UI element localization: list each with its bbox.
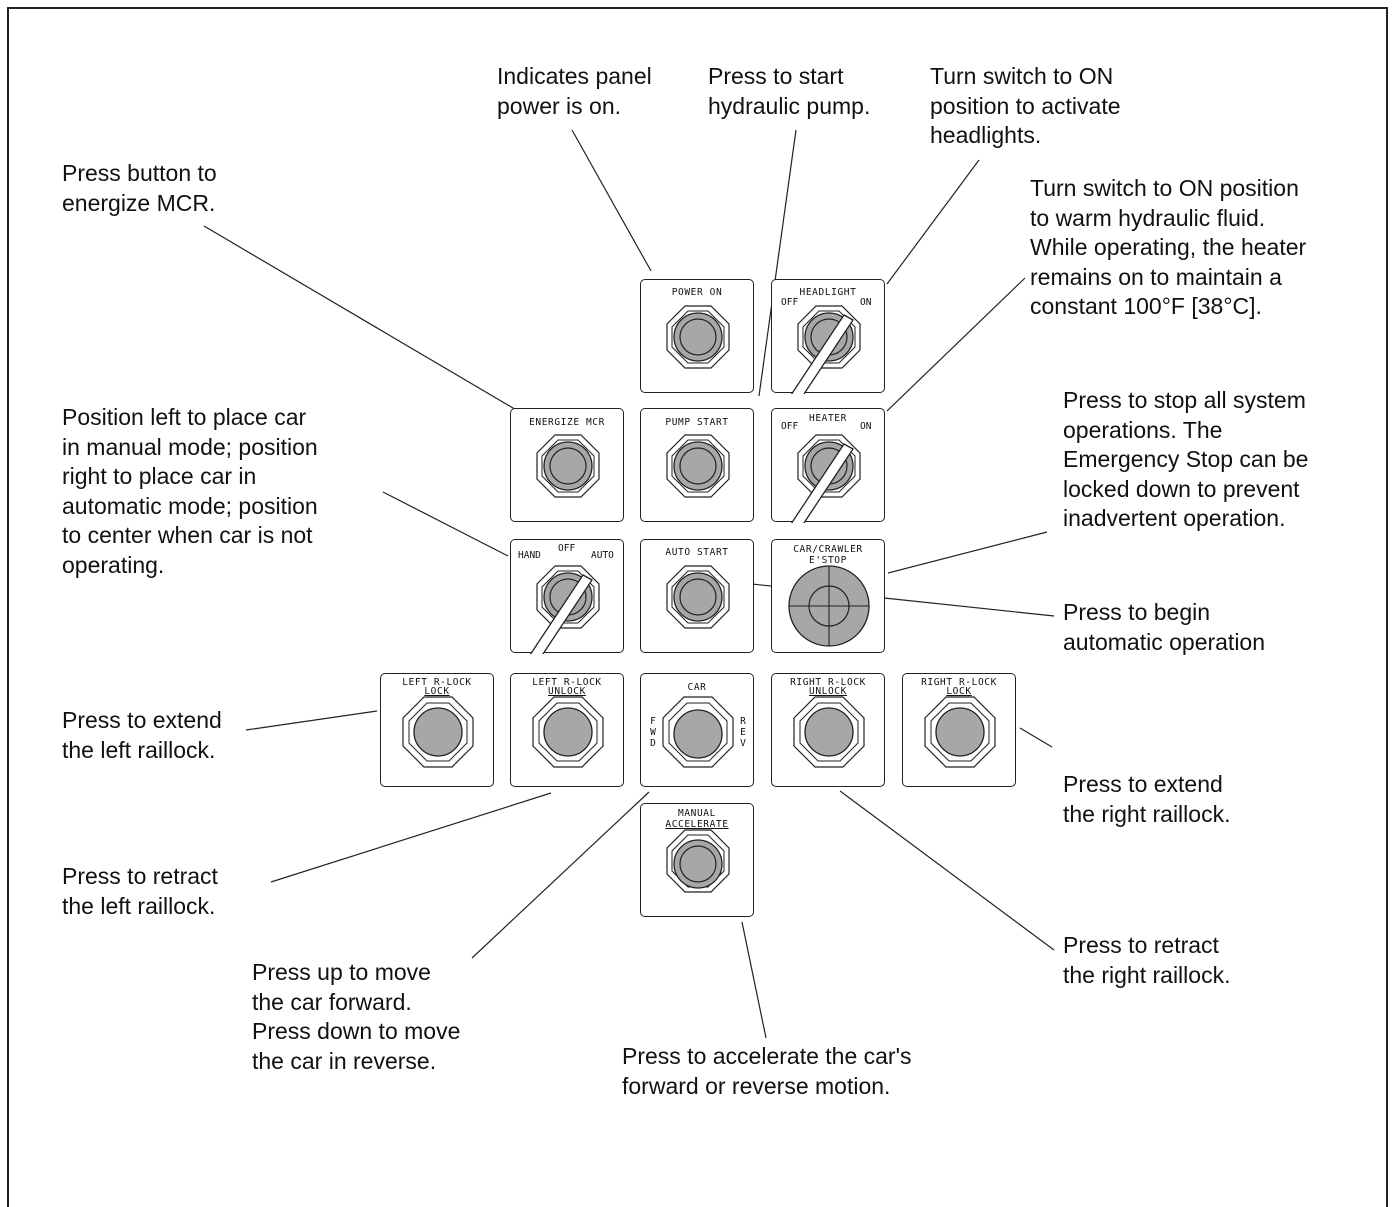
power-on-indicator[interactable] [641,280,755,394]
energize-mcr-button[interactable] [511,409,625,523]
panel-left-rlock-lock: LEFT R-LOCK LOCK [380,673,494,787]
diagram-frame [7,7,1388,1207]
heater-switch[interactable] [772,409,886,523]
switch-on-label: ON [860,297,872,308]
callout-pump-start: Press to start hydraulic pump. [708,63,871,119]
panel-label: POWER ON [671,287,723,298]
panel-manual-accelerate: MANUAL ACCELERATE [640,803,754,917]
panel-label: LOCK [424,686,450,697]
switch-on-label: ON [860,421,872,432]
panel-label: LEFT R-LOCK [532,677,602,688]
hand-off-auto-switch[interactable] [511,540,625,654]
panel-power-on: POWER ON [640,279,754,393]
panel-label: PUMP START [665,417,729,428]
right-unlock-button[interactable] [772,674,886,788]
callout-estop: Press to stop all system operations. The… [1063,387,1309,531]
panel-left-rlock-unlock: LEFT R-LOCK UNLOCK [510,673,624,787]
panel-right-rlock-lock: RIGHT R-LOCK LOCK [902,673,1016,787]
rev-label: REV [740,716,746,749]
left-lock-button[interactable] [381,674,495,788]
panel-auto-start: AUTO START [640,539,754,653]
panel-car: CAR FWD REV [640,673,754,787]
panel-label: HEADLIGHT [799,287,857,298]
pump-start-button[interactable] [641,409,755,523]
leader-lines [203,129,1055,1039]
panel-heater: HEATER OFF ON [771,408,886,523]
switch-off-label: OFF [781,421,799,432]
manual-accelerate-button[interactable] [641,804,755,918]
left-unlock-button[interactable] [511,674,625,788]
leader-power-on [571,129,652,272]
panel-label: LEFT R-LOCK [402,677,472,688]
callout-energize: Press button to energize MCR. [62,160,217,216]
panel-headlight: HEADLIGHT OFF ON [771,279,886,394]
panel-estop: CAR/CRAWLER E'STOP [771,539,885,653]
leader-car [471,791,650,959]
callout-auto-start: Press to begin automatic operation [1063,599,1266,655]
switch-handle [790,314,854,394]
callout-hand-auto: Position left to place car in manual mod… [62,404,318,578]
callout-power-on: Indicates panel power is on. [497,63,652,119]
panel-right-rlock-unlock: RIGHT R-LOCK UNLOCK [771,673,885,787]
headlight-switch[interactable] [772,280,886,394]
leader-heater [886,277,1026,412]
callout-left-lock: Press to extend the left raillock. [62,707,222,763]
callout-right-lock: Press to extend the right raillock. [1063,771,1231,827]
leader-energize [203,225,519,412]
callout-heater: Turn switch to ON position to warm hydra… [1030,175,1307,319]
panel-label: RIGHT R-LOCK [790,677,866,688]
leader-hand-auto [382,491,509,557]
leader-right-lock [1019,727,1053,748]
panel-energize-mcr: ENERGIZE MCR [510,408,624,522]
leader-headlight [886,159,980,285]
car-direction-button[interactable] [641,674,755,788]
leader-left-lock [245,710,378,731]
callout-left-unlock: Press to retract the left raillock. [62,863,218,919]
callout-accelerate: Press to accelerate the car's forward or… [622,1043,912,1099]
leader-accelerate [741,921,767,1039]
callout-car: Press up to move the car forward. Press … [252,959,461,1074]
callout-right-unlock: Press to retract the right raillock. [1063,932,1231,988]
panel-label: LOCK [946,686,972,697]
callout-headlight: Turn switch to ON position to activate h… [930,63,1121,148]
panel-label: ENERGIZE MCR [529,417,605,428]
switch-auto-label: AUTO [591,550,614,561]
switch-off-label: OFF [781,297,799,308]
leader-right-unlock [839,790,1055,951]
switch-handle [790,443,854,523]
fwd-label: FWD [650,716,656,749]
panel-label: HEATER [809,413,847,424]
leader-estop [887,531,1048,574]
switch-hand-label: HAND [518,550,541,561]
panel-label: MANUAL [678,808,716,819]
panel-label: AUTO START [665,547,729,558]
right-lock-button[interactable] [903,674,1017,788]
panel-label: ACCELERATE [665,819,729,830]
panel-pump-start: PUMP START [640,408,754,522]
panel-label: UNLOCK [809,686,847,697]
panel-label: E'STOP [809,555,847,566]
panel-label: RIGHT R-LOCK [921,677,997,688]
leader-pump-start [758,129,797,397]
auto-start-button[interactable] [641,540,755,654]
switch-off-label: OFF [558,543,576,554]
panel-label: UNLOCK [548,686,586,697]
emergency-stop-button[interactable] [772,540,886,654]
leader-left-unlock [270,792,552,883]
switch-handle [529,574,593,654]
panel-label: CAR/CRAWLER [793,544,863,555]
panel-label: CAR [687,682,707,693]
panel-hand-off-auto: HAND OFF AUTO [510,539,625,654]
